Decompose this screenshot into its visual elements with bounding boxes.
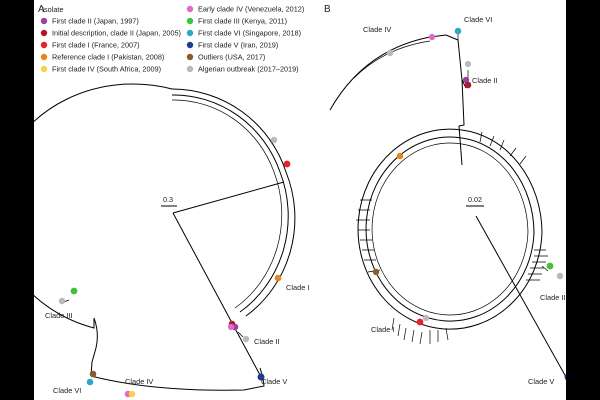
tree-b-label-clade-ii: Clade II xyxy=(472,76,497,85)
tree-a: 0.3 Clade I Clade II Clade III Clade IV … xyxy=(34,83,309,398)
tree-b-label-clade-i: Clade I xyxy=(371,325,394,334)
tree-b-marker-algerian-clade-iv xyxy=(386,49,394,57)
tree-b-comb-clade-iii xyxy=(526,249,548,281)
tree-b-marker-first-clade-ii xyxy=(462,76,470,84)
tree-b-marker-algerian-clade-iii xyxy=(556,272,564,280)
tree-a-scale-label: 0.3 xyxy=(163,195,173,204)
tree-a-marker-early-clade-iv-a xyxy=(227,323,235,331)
tree-a-marker-first-clade-iv xyxy=(128,390,136,398)
legend-swatch-initial-description-clade-ii xyxy=(40,29,48,37)
legend: Isolate First clade II (Japan, 1997) Ini… xyxy=(40,5,304,74)
tree-a-right-arc-inner2 xyxy=(171,99,283,309)
legend-label-outliers: Outliers (USA, 2017) xyxy=(198,53,265,62)
tree-a-label-clade-ii: Clade II xyxy=(254,337,279,346)
tree-a-marker-first-clade-iii xyxy=(70,287,78,295)
legend-swatch-first-clade-v xyxy=(186,41,194,49)
tree-b-scale-label: 0.02 xyxy=(468,195,482,204)
tree-b-marker-first-clade-vi xyxy=(454,27,462,35)
tree-a-branch-clade-v xyxy=(172,212,261,376)
tree-a-marker-outliers xyxy=(89,370,97,378)
legend-swatch-outliers xyxy=(186,53,194,61)
tree-b-marker-initial-description-clade-ii xyxy=(464,81,472,89)
tree-b-top-arc-inner xyxy=(353,40,431,79)
tree-b-label-clade-vi: Clade VI xyxy=(464,15,492,24)
tree-b-main-arc-outer xyxy=(357,128,543,330)
tree-a-label-clade-v: Clade V xyxy=(261,377,287,386)
tree-a-marker-algerian-top xyxy=(270,136,278,144)
legend-swatch-first-clade-iii xyxy=(186,17,194,25)
tree-a-label-clade-iv: Clade IV xyxy=(125,377,153,386)
tree-a-marker-algerian-clade-iii xyxy=(58,297,66,305)
tree-a-branch-clade-i xyxy=(172,181,285,214)
tree-b-comb-clade-i xyxy=(391,317,449,345)
tree-a-right-arc-inner xyxy=(171,94,289,313)
tree-b-marker-early-clade-iv xyxy=(428,33,436,41)
tree-a-marker-first-clade-i xyxy=(283,160,291,168)
tree-b: 0.02 Clade IV Clade VI Clade II Clade II… xyxy=(329,15,566,386)
tree-a-marker-reference-clade-i xyxy=(274,274,282,282)
tree-b-marker-algerian-clade-i xyxy=(422,314,430,322)
legend-swatch-algerian-outbreak xyxy=(186,65,194,73)
tree-a-marker-first-clade-vi xyxy=(86,378,94,386)
tree-a-label-clade-vi: Clade VI xyxy=(53,386,81,395)
legend-label-first-clade-i: First clade I (France, 2007) xyxy=(52,41,140,50)
tree-b-top-arc xyxy=(329,34,447,111)
legend-label-first-clade-iii: First clade III (Kenya, 2011) xyxy=(198,17,287,26)
tree-b-comb-left xyxy=(356,199,381,273)
tree-b-main-arc-inner xyxy=(365,136,535,322)
tree-a-right-arc-outer xyxy=(171,88,296,317)
tree-b-marker-first-clade-i xyxy=(416,318,424,326)
legend-label-initial-description-clade-ii: Initial description, clade II (Japan, 20… xyxy=(52,29,181,38)
tree-b-label-clade-iv: Clade IV xyxy=(363,25,391,34)
legend-swatch-reference-clade-i xyxy=(40,53,48,61)
legend-title: Isolate xyxy=(42,5,64,14)
tree-b-marker-algerian-clade-ii xyxy=(464,60,472,68)
legend-swatch-early-clade-iv xyxy=(186,5,194,13)
tree-b-main-arc-inner2 xyxy=(371,142,529,316)
panel-label-a: A xyxy=(38,4,45,15)
tree-b-comb-upper xyxy=(479,131,527,165)
tree-b-leader-clade-iii xyxy=(541,265,549,272)
legend-label-first-clade-iv: First clade IV (South Africa, 2009) xyxy=(52,65,161,74)
tree-a-label-clade-i: Clade I xyxy=(286,283,309,292)
tree-b-marker-reference-clade-i xyxy=(396,152,404,160)
tree-a-label-clade-iii: Clade III xyxy=(45,311,73,320)
legend-label-reference-clade-i: Reference clade I (Pakistan, 2008) xyxy=(52,53,164,62)
legend-label-algerian-outbreak: Algerian outbreak (2017–2019) xyxy=(198,65,299,74)
legend-label-first-clade-v: First clade V (Iran, 2019) xyxy=(198,41,278,50)
legend-swatch-first-clade-ii xyxy=(40,17,48,25)
tree-a-bottom-arc xyxy=(90,367,265,391)
legend-label-first-clade-ii: First clade II (Japan, 1997) xyxy=(52,17,139,26)
tree-a-outer-arc xyxy=(34,83,173,349)
legend-label-early-clade-iv: Early clade IV (Venezuela, 2012) xyxy=(198,5,304,14)
tree-a-leader-clade-ii xyxy=(237,331,244,338)
tree-b-stem-upper xyxy=(445,34,467,89)
panel-label-b: B xyxy=(324,4,331,15)
tree-b-marker-outliers xyxy=(372,268,380,276)
legend-swatch-first-clade-i xyxy=(40,41,48,49)
tree-b-marker-first-clade-v xyxy=(564,374,566,380)
tree-b-label-clade-v: Clade V xyxy=(528,377,554,386)
tree-a-marker-algerian-clade-ii xyxy=(242,335,250,343)
tree-b-stem-down xyxy=(458,79,465,166)
legend-label-first-clade-vi: First clade VI (Singapore, 2018) xyxy=(198,29,301,38)
tree-a-marker-first-clade-v xyxy=(257,373,265,381)
legend-swatch-first-clade-vi xyxy=(186,29,194,37)
tree-b-marker-first-clade-iii xyxy=(546,262,554,270)
figure-canvas: A B Isolate First clade II (Japan, 1997)… xyxy=(34,0,566,400)
legend-swatch-first-clade-iv xyxy=(40,65,48,73)
tree-b-branch-clade-v xyxy=(475,215,566,378)
phylogeny-figure: A B Isolate First clade II (Japan, 1997)… xyxy=(34,4,566,398)
tree-b-label-clade-iii: Clade III xyxy=(540,293,566,302)
